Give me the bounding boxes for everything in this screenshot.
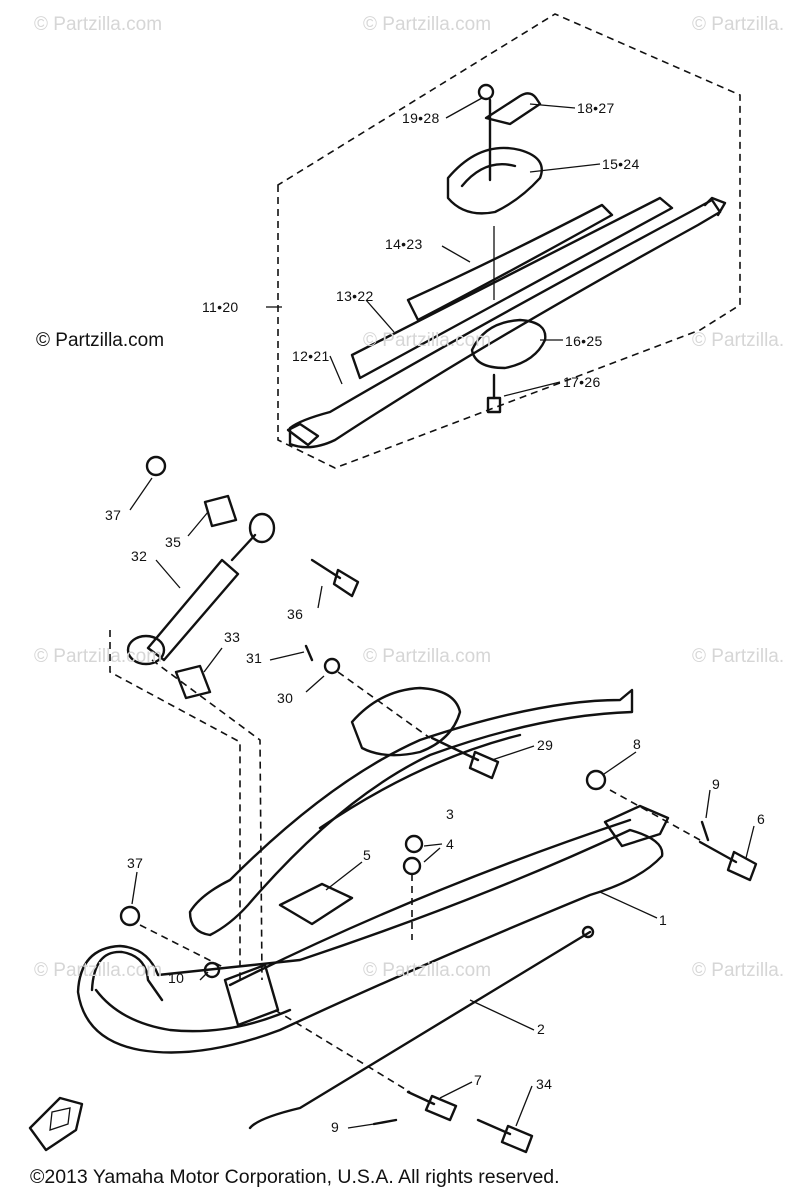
callout-3: 3	[446, 806, 455, 822]
callout-14-23: 14•23	[385, 236, 423, 252]
site-credit: © Partzilla.com	[36, 330, 165, 351]
callout-36: 36	[287, 606, 304, 622]
mounted-leaf-spring	[188, 686, 634, 937]
callout-30: 30	[277, 690, 294, 706]
callout-4: 4	[446, 836, 455, 852]
callout-2: 2	[537, 1021, 546, 1037]
leaf-spring-set	[286, 83, 727, 449]
watermark: © Partzilla.com	[363, 960, 492, 981]
alignment-line-bolt	[274, 1009, 411, 1093]
callout-5: 5	[363, 847, 372, 863]
callout-8: 8	[633, 736, 642, 752]
callout-35: 35	[165, 534, 182, 550]
callout-9: 9	[712, 776, 721, 792]
alignment-line-left	[109, 630, 241, 980]
callout-11-20: 11•20	[202, 299, 239, 315]
callout-34: 34	[536, 1076, 553, 1092]
callout-7: 7	[474, 1072, 483, 1088]
nut-37-bottom	[119, 905, 141, 927]
watermark: © Partzilla.com	[34, 960, 163, 981]
callout-12-21: 12•21	[292, 348, 330, 364]
alignment-line-nut	[139, 924, 226, 969]
pin-9-bottom	[372, 1118, 398, 1126]
spring-group-boundary	[277, 13, 741, 469]
callout-37: 37	[105, 507, 122, 523]
callout-31: 31	[246, 650, 263, 666]
nut-8	[585, 769, 607, 791]
callout-33: 33	[224, 629, 241, 645]
bolt-7	[406, 1090, 458, 1122]
callout-16-25: 16•25	[565, 333, 603, 349]
washer-4	[402, 856, 422, 876]
bolt-34	[476, 1118, 534, 1154]
alignment-line-side	[609, 789, 701, 841]
pin-31	[304, 644, 314, 662]
watermark: © Partzilla.com	[363, 330, 492, 351]
watermark: © Partzilla.com	[692, 330, 785, 351]
leader-lines	[129, 97, 755, 1129]
front-arrow-icon	[28, 1096, 84, 1152]
bolt-36	[310, 558, 360, 598]
bolt-6	[698, 840, 758, 882]
washer-3	[404, 834, 424, 854]
pin-9-top	[700, 820, 710, 842]
alignment-line-spring	[337, 671, 431, 739]
callout-13-22: 13•22	[336, 288, 374, 304]
ski	[76, 804, 670, 1130]
callout-6: 6	[757, 811, 766, 827]
callout-32: 32	[131, 548, 148, 564]
callout-37: 37	[127, 855, 144, 871]
callout-9: 9	[331, 1119, 340, 1135]
callout-1: 1	[659, 912, 668, 928]
watermark: © Partzilla.com	[34, 646, 163, 667]
copyright-notice: ©2013 Yamaha Motor Corporation, U.S.A. A…	[30, 1166, 560, 1188]
callout-18-27: 18•27	[577, 100, 615, 116]
nut-10	[203, 961, 221, 979]
callout-17-26: 17•26	[563, 374, 601, 390]
bolt-29	[430, 736, 500, 780]
callout-19-28: 19•28	[402, 110, 440, 126]
nut-37-top	[145, 455, 167, 477]
callout-29: 29	[537, 737, 554, 753]
alignment-line-center	[151, 659, 263, 981]
watermark: © Partzilla.com	[692, 14, 785, 35]
watermark: © Partzilla.com	[363, 14, 492, 35]
shock-absorber	[126, 494, 276, 700]
callout-10: 10	[168, 970, 185, 986]
watermark: © Partzilla.com	[34, 14, 163, 35]
watermark: © Partzilla.com	[692, 646, 785, 667]
nut-30	[323, 657, 341, 675]
watermark: © Partzilla.com	[692, 960, 785, 981]
watermark: © Partzilla.com	[363, 646, 492, 667]
callout-15-24: 15•24	[602, 156, 640, 172]
